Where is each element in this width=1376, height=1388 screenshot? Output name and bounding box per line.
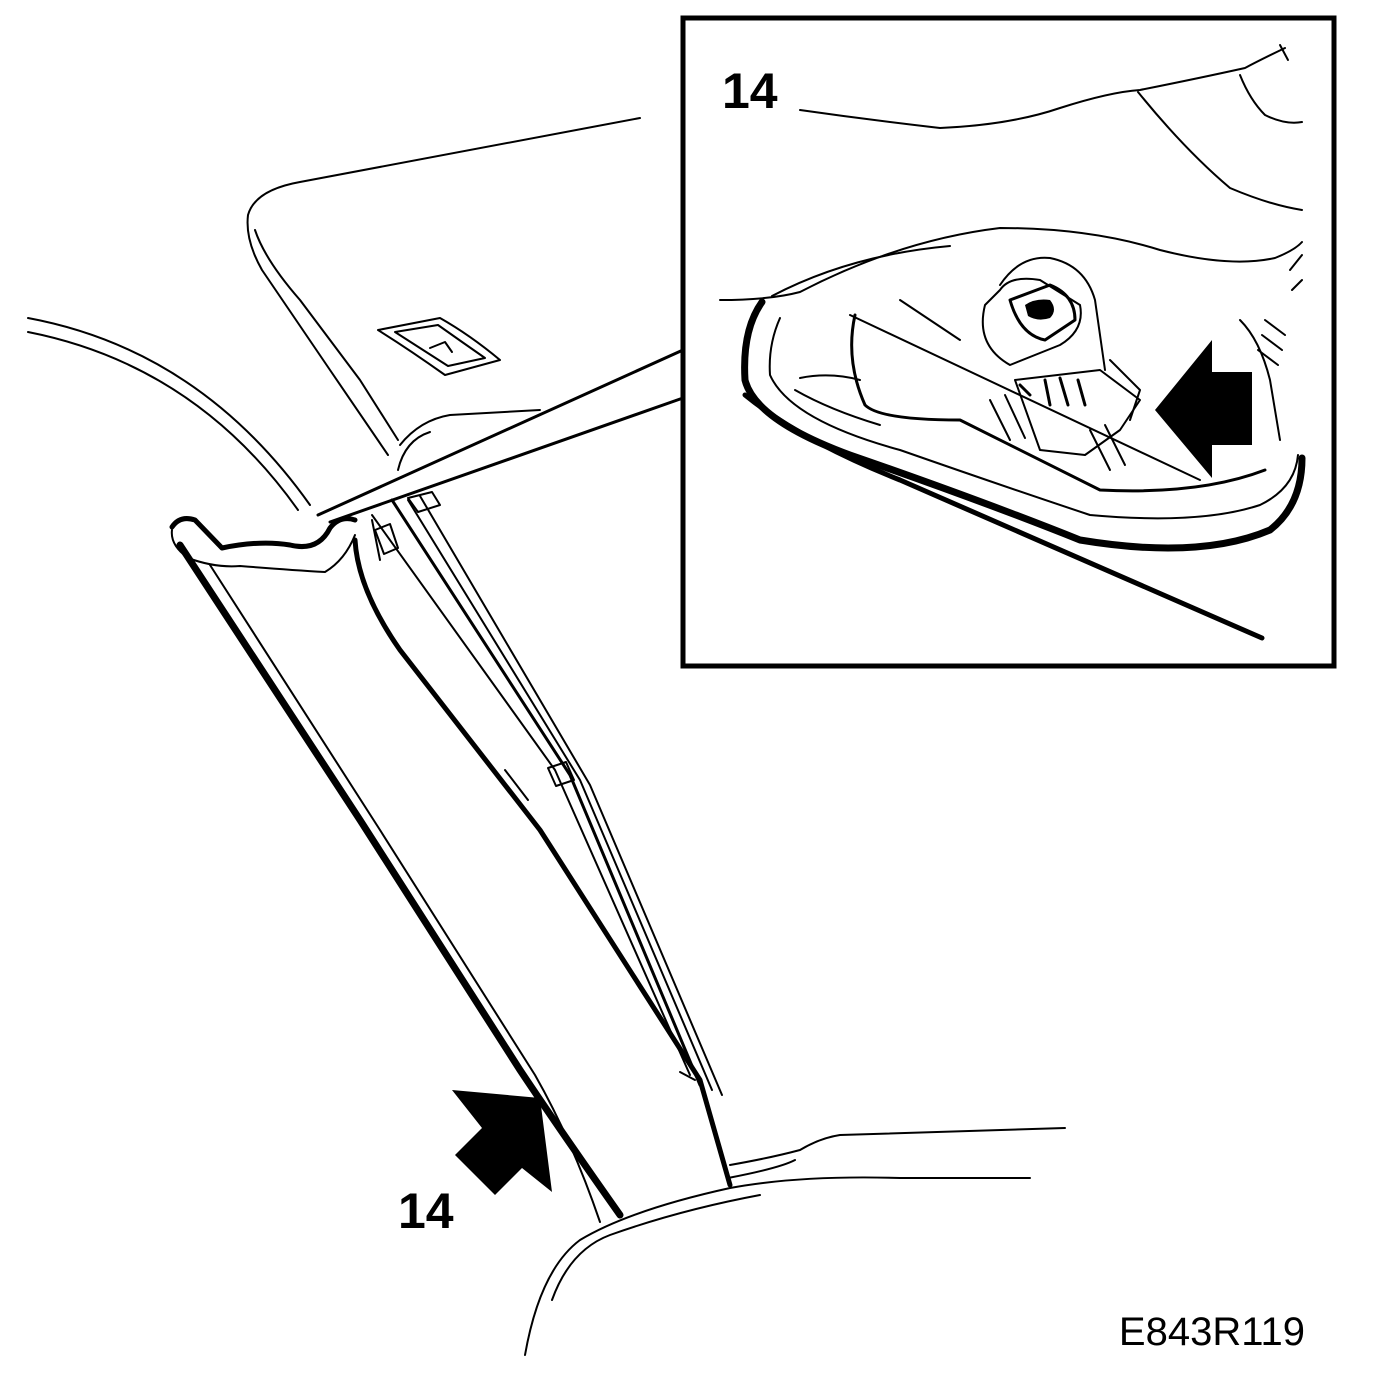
figure-code: E843R119 bbox=[1119, 1310, 1305, 1354]
zoom-leader-lines bbox=[316, 348, 685, 524]
inset-detail-view: 14 bbox=[680, 15, 1337, 669]
headliner-edge bbox=[27, 317, 311, 511]
lower-panel bbox=[524, 1127, 1066, 1356]
connector-clip bbox=[981, 256, 1141, 471]
main-callout-label: 14 bbox=[398, 1183, 454, 1239]
main-view: 14 bbox=[27, 117, 1066, 1356]
inset-frame bbox=[680, 15, 1337, 669]
upper-trim-panel bbox=[246, 117, 641, 471]
main-callout-arrow bbox=[452, 1090, 552, 1195]
inset-callout-label: 14 bbox=[722, 63, 778, 119]
inset-callout-arrow bbox=[1155, 340, 1252, 478]
pillar-trim bbox=[169, 491, 733, 1223]
